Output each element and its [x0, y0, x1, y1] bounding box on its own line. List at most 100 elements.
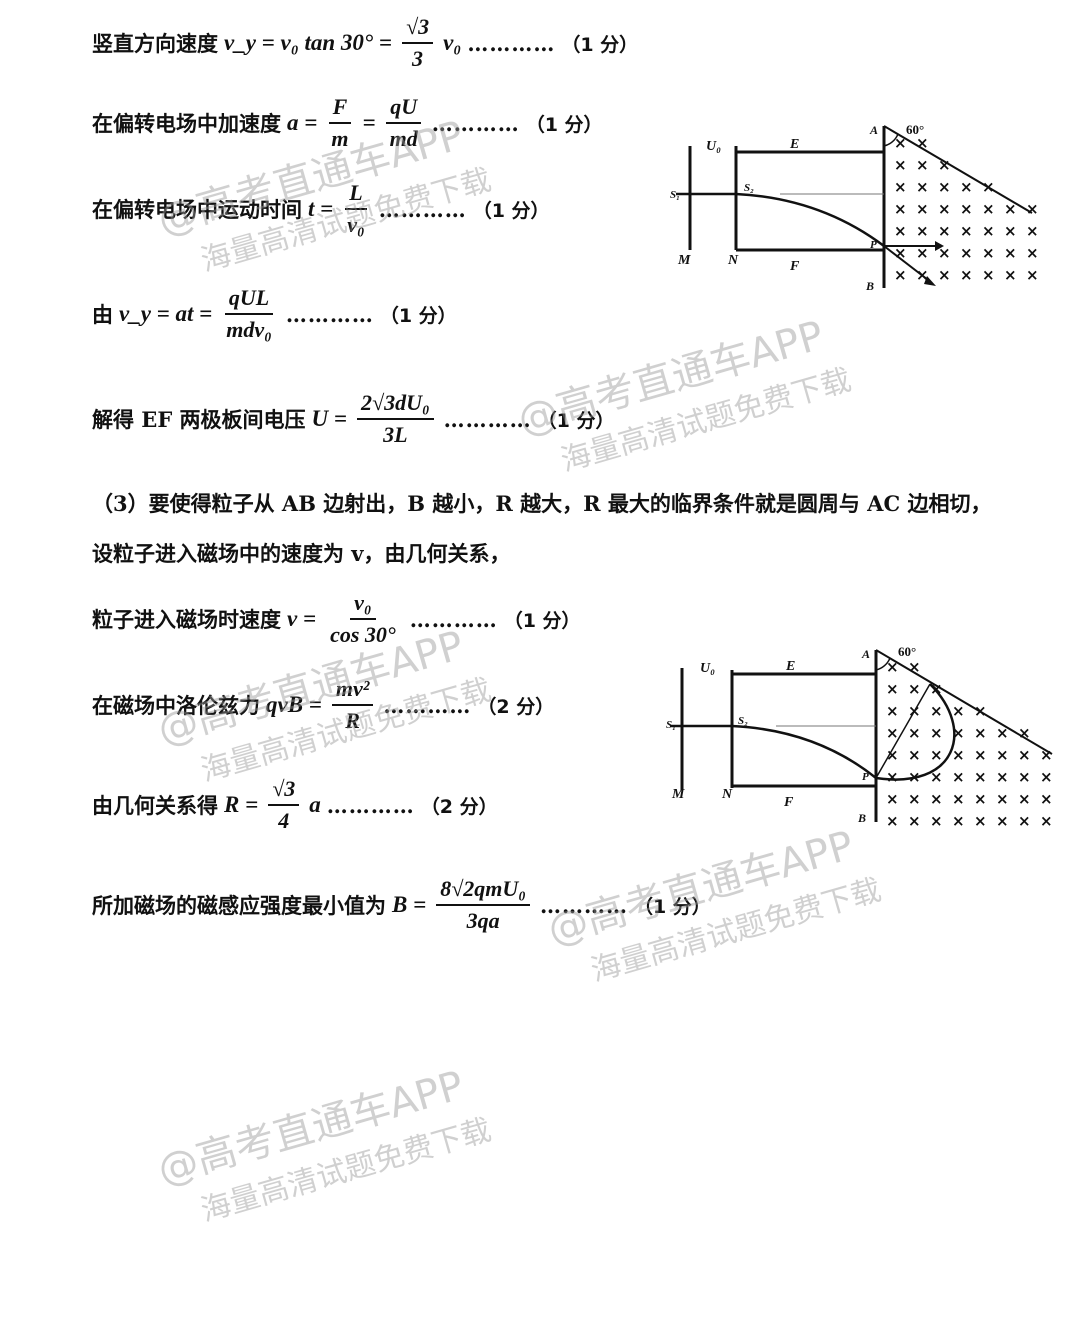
fraction-numerator: 2√3dU₀ — [357, 390, 434, 420]
field-cross-icon: × — [1026, 200, 1039, 218]
field-cross-icon: × — [1040, 812, 1053, 830]
field-cross-icon: × — [952, 790, 965, 808]
line-text: 粒子进入磁场时速度 — [92, 607, 281, 632]
line-math: t = — [308, 196, 334, 221]
field-cross-icon: × — [952, 812, 965, 830]
label-m: M — [677, 253, 691, 268]
field-cross-icon: × — [930, 812, 943, 830]
equation-min-field: 所加磁场的磁感应强度最小值为 B = 8√2qmU₀ 3qa ………… （1 分… — [92, 876, 711, 934]
field-cross-icon: × — [886, 680, 899, 698]
fraction-denominator: cos 30° — [330, 622, 396, 647]
line-math: v_y = at = — [119, 301, 213, 326]
line-text: 在偏转电场中加速度 — [92, 111, 281, 136]
field-cross-icon: × — [974, 702, 987, 720]
fraction: qUL mdv₀ — [222, 285, 276, 343]
leader-dots: ………… — [467, 30, 556, 56]
score: （1 分） — [537, 409, 615, 432]
leader-dots: ………… — [431, 110, 520, 136]
leader-dots: ………… — [443, 406, 532, 432]
field-cross-icon: × — [908, 746, 921, 764]
field-cross-icon: × — [974, 812, 987, 830]
deflection-diagram-top: ×××××××××××××××××××××××××××××××××××××× U… — [670, 122, 1039, 293]
label-s1: S₁ — [670, 189, 680, 201]
score: （1 分） — [633, 895, 711, 918]
label-p: P — [870, 239, 877, 251]
label-angle: 60° — [906, 122, 924, 137]
field-cross-icon: × — [982, 244, 995, 262]
field-cross-icon: × — [938, 222, 951, 240]
fraction-numerator: L — [345, 180, 367, 210]
line-math: v = — [287, 606, 317, 631]
fraction: v₀ cos 30° — [326, 590, 400, 648]
watermark: @高考直通车APP 海量高清试题免费下载 — [150, 1049, 495, 1238]
field-cross-icon: × — [1026, 266, 1039, 284]
equation-vy: 由 v_y = at = qUL mdv₀ ………… （1 分） — [92, 285, 457, 343]
equation-voltage: 解得 EF 两极板间电压 U = 2√3dU₀ 3L ………… （1 分） — [92, 390, 615, 448]
score: （1 分） — [379, 304, 457, 327]
field-cross-icon: × — [916, 266, 929, 284]
field-cross-icon: × — [908, 680, 921, 698]
field-cross-icon: × — [982, 266, 995, 284]
score: （1 分） — [525, 113, 603, 136]
label-e: E — [789, 137, 799, 152]
field-cross-icon: × — [996, 746, 1009, 764]
label-m: M — [671, 787, 685, 802]
equation-vertical-velocity: 竖直方向速度 v_y = v₀ tan 30° = √3 3 v₀ ………… （… — [92, 14, 638, 72]
field-cross-icon: × — [1004, 266, 1017, 284]
line-math: qvB = — [266, 692, 322, 717]
fraction-numerator: √3 — [268, 776, 300, 806]
field-cross-icon: × — [938, 244, 951, 262]
label-n: N — [721, 787, 733, 802]
label-s2: S₂ — [738, 715, 748, 727]
field-cross-icon: × — [1004, 222, 1017, 240]
field-cross-icon: × — [894, 222, 907, 240]
field-cross-icon: × — [1026, 222, 1039, 240]
field-cross-icon: × — [952, 724, 965, 742]
field-cross-icon: × — [952, 768, 965, 786]
field-cross-icon: × — [982, 222, 995, 240]
field-cross-icon: × — [938, 200, 951, 218]
field-cross-icon: × — [1026, 244, 1039, 262]
field-cross-icon: × — [930, 702, 943, 720]
field-cross-icon: × — [894, 178, 907, 196]
fraction-denominator: 3qa — [466, 908, 500, 933]
label-a: A — [869, 123, 878, 137]
field-cross-icon: × — [960, 178, 973, 196]
line-math: U = — [311, 406, 348, 431]
equation-acceleration: 在偏转电场中加速度 a = F m = qU md ………… （1 分） — [92, 94, 603, 152]
field-cross-icon: × — [974, 746, 987, 764]
score: （2 分） — [477, 695, 555, 718]
label-s2: S₂ — [744, 182, 754, 194]
field-cross-icon: × — [960, 266, 973, 284]
field-cross-icon: × — [886, 768, 899, 786]
fraction-denominator: mdv₀ — [226, 317, 272, 342]
equation-entry-velocity: 粒子进入磁场时速度 v = v₀ cos 30° ………… （1 分） — [92, 590, 581, 648]
field-cross-icon: × — [908, 702, 921, 720]
field-cross-icon: × — [1040, 768, 1053, 786]
fraction: qU md — [386, 94, 422, 152]
field-cross-icon: × — [974, 724, 987, 742]
fraction-denominator: v₀ — [347, 212, 365, 237]
field-cross-icon: × — [930, 724, 943, 742]
label-angle: 60° — [898, 644, 916, 659]
fraction-numerator: F — [328, 94, 352, 124]
field-cross-icon: × — [1018, 746, 1031, 764]
equation-radius: 由几何关系得 R = √3 4 a ………… （2 分） — [92, 776, 498, 834]
fraction: 2√3dU₀ 3L — [357, 390, 434, 448]
field-cross-icon: × — [960, 222, 973, 240]
leader-dots: ………… — [285, 301, 374, 327]
equation-time: 在偏转电场中运动时间 t = L v₀ ………… （1 分） — [92, 180, 550, 238]
fraction: 8√2qmU₀ 3qa — [436, 876, 530, 934]
line-text: 在磁场中洛伦兹力 — [92, 693, 260, 718]
field-cross-icon: × — [886, 746, 899, 764]
watermark-title: @高考直通车APP — [152, 1062, 469, 1194]
fraction-denominator: m — [331, 126, 349, 151]
label-s1: S₁ — [666, 719, 676, 731]
line-text: 在偏转电场中运动时间 — [92, 197, 302, 222]
fraction: F m — [327, 94, 352, 152]
field-cross-icon: × — [930, 768, 943, 786]
field-cross-icon: × — [938, 266, 951, 284]
line-text: 由几何关系得 — [92, 793, 218, 818]
field-cross-icon: × — [886, 790, 899, 808]
field-cross-icon: × — [908, 790, 921, 808]
